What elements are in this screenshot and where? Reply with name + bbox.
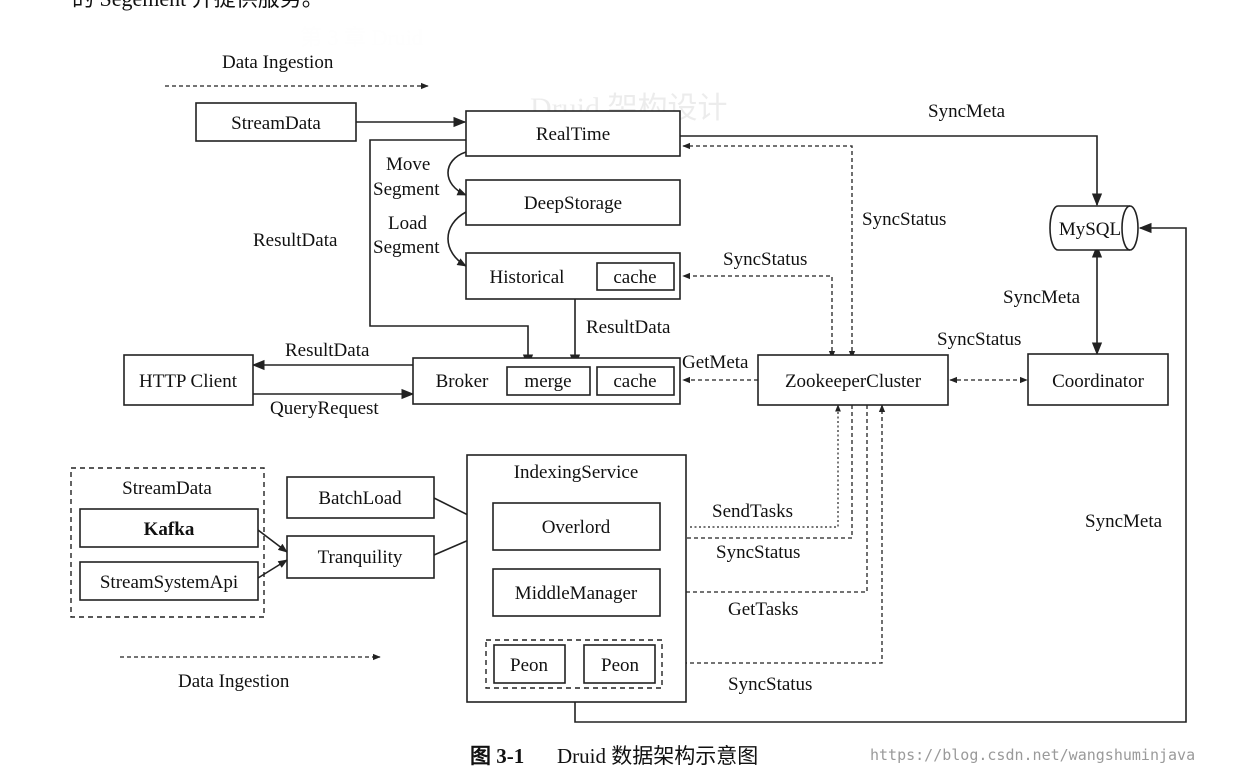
node-deep-storage-label: DeepStorage: [524, 193, 622, 214]
label-sync-status-coordinator: SyncStatus: [937, 329, 1021, 350]
label-send-tasks: SendTasks: [712, 501, 793, 522]
node-kafka-label: Kafka: [144, 519, 195, 540]
faint-header: 第 3 章 Druid: [300, 25, 423, 50]
label-sync-status-historical: SyncStatus: [723, 249, 807, 270]
edge-zk-realtime: [682, 142, 856, 359]
edge-load-segment: [447, 211, 467, 267]
node-mysql-label: MySQL: [1059, 219, 1121, 240]
label-sync-meta-top: SyncMeta: [928, 101, 1006, 122]
edge-peon-zk: [662, 404, 886, 664]
node-realtime-label: RealTime: [536, 124, 610, 145]
legend-top: Data Ingestion: [165, 52, 429, 90]
group-indexing-service-label: IndexingService: [514, 462, 639, 483]
node-middle-manager: MiddleManager: [492, 568, 661, 617]
label-sync-status-realtime: SyncStatus: [862, 209, 946, 230]
node-broker-merge: merge: [524, 371, 571, 392]
node-middle-manager-label: MiddleManager: [515, 583, 638, 604]
edge-move-segment: [447, 151, 467, 196]
watermark: https://blog.csdn.net/wangshuminjava: [870, 746, 1195, 764]
node-stream-data-label: StreamData: [231, 113, 321, 134]
node-peon-2: Peon: [583, 644, 656, 684]
legend-top-label: Data Ingestion: [222, 52, 334, 73]
node-zookeeper-label: ZookeeperCluster: [785, 371, 922, 392]
legend-bottom-label: Data Ingestion: [178, 671, 290, 692]
group-stream-data: StreamData: [70, 467, 265, 618]
edge-realtime-mysql: [680, 135, 1103, 207]
node-coordinator: Coordinator: [1027, 353, 1169, 406]
node-peon-2-label: Peon: [601, 655, 640, 676]
label-result-data-left: ResultData: [253, 230, 338, 251]
node-peon-1-label: Peon: [510, 655, 549, 676]
label-segment-1: Segment: [373, 179, 440, 200]
caption-text: Druid 数据架构示意图: [557, 744, 758, 768]
label-result-data-historical: ResultData: [586, 317, 671, 338]
label-result-data-client: ResultData: [285, 340, 370, 361]
edge-zk-middlemanager: [669, 405, 868, 596]
node-historical-label: Historical: [490, 267, 565, 288]
figure-caption: 图 3-1 Druid 数据架构示意图: [470, 744, 758, 768]
label-query-request: QueryRequest: [270, 398, 379, 419]
label-sync-meta-mid: SyncMeta: [1003, 287, 1081, 308]
edge-indexing-mysql: [574, 222, 1187, 723]
group-stream-data-label: StreamData: [122, 478, 212, 499]
caption-label: 图 3-1: [470, 744, 524, 768]
edge-ssapi-tranquility: [257, 559, 288, 579]
node-mysql: MySQL: [1049, 205, 1139, 251]
node-broker-label: Broker: [436, 371, 489, 392]
node-realtime: RealTime: [465, 110, 681, 157]
label-segment-2: Segment: [373, 237, 440, 258]
node-kafka: Kafka: [79, 508, 259, 548]
label-sync-status-overlord: SyncStatus: [716, 542, 800, 563]
node-batch-load-label: BatchLoad: [318, 488, 402, 509]
group-peons: [485, 639, 663, 689]
node-deep-storage: DeepStorage: [465, 179, 681, 226]
edge-kafka-tranquility: [257, 529, 288, 553]
node-tranquility: Tranquility: [286, 535, 435, 579]
node-http-client-label: HTTP Client: [139, 371, 238, 392]
node-stream-system-api: StreamSystemApi: [79, 561, 259, 601]
node-historical: Historical cache: [465, 252, 681, 300]
node-overlord: Overlord: [492, 502, 661, 551]
top-text: 的 Segement 并提供服务。: [72, 0, 324, 11]
node-historical-cache: cache: [613, 267, 656, 288]
node-zookeeper: ZookeeperCluster: [757, 354, 949, 406]
label-load: Load: [388, 213, 428, 234]
edge-zk-overlord: [669, 405, 853, 542]
edge-realtime-resultdata: [369, 139, 534, 368]
node-http-client: HTTP Client: [123, 354, 254, 406]
label-get-tasks: GetTasks: [728, 599, 798, 620]
node-stream-data: StreamData: [195, 102, 357, 142]
node-broker-cache: cache: [613, 371, 656, 392]
edge-zk-historical: [682, 272, 836, 359]
node-overlord-label: Overlord: [542, 517, 611, 538]
node-coordinator-label: Coordinator: [1052, 371, 1144, 392]
node-broker: Broker merge cache: [412, 357, 681, 405]
node-tranquility-label: Tranquility: [318, 547, 403, 568]
label-move: Move: [386, 154, 430, 175]
label-get-meta: GetMeta: [682, 352, 749, 373]
node-peon-1: Peon: [493, 644, 566, 684]
label-sync-status-peon: SyncStatus: [728, 674, 812, 695]
label-sync-meta-right: SyncMeta: [1085, 511, 1163, 532]
legend-bottom: Data Ingestion: [120, 653, 381, 692]
node-stream-system-api-label: StreamSystemApi: [100, 572, 238, 593]
node-batch-load: BatchLoad: [286, 476, 435, 519]
